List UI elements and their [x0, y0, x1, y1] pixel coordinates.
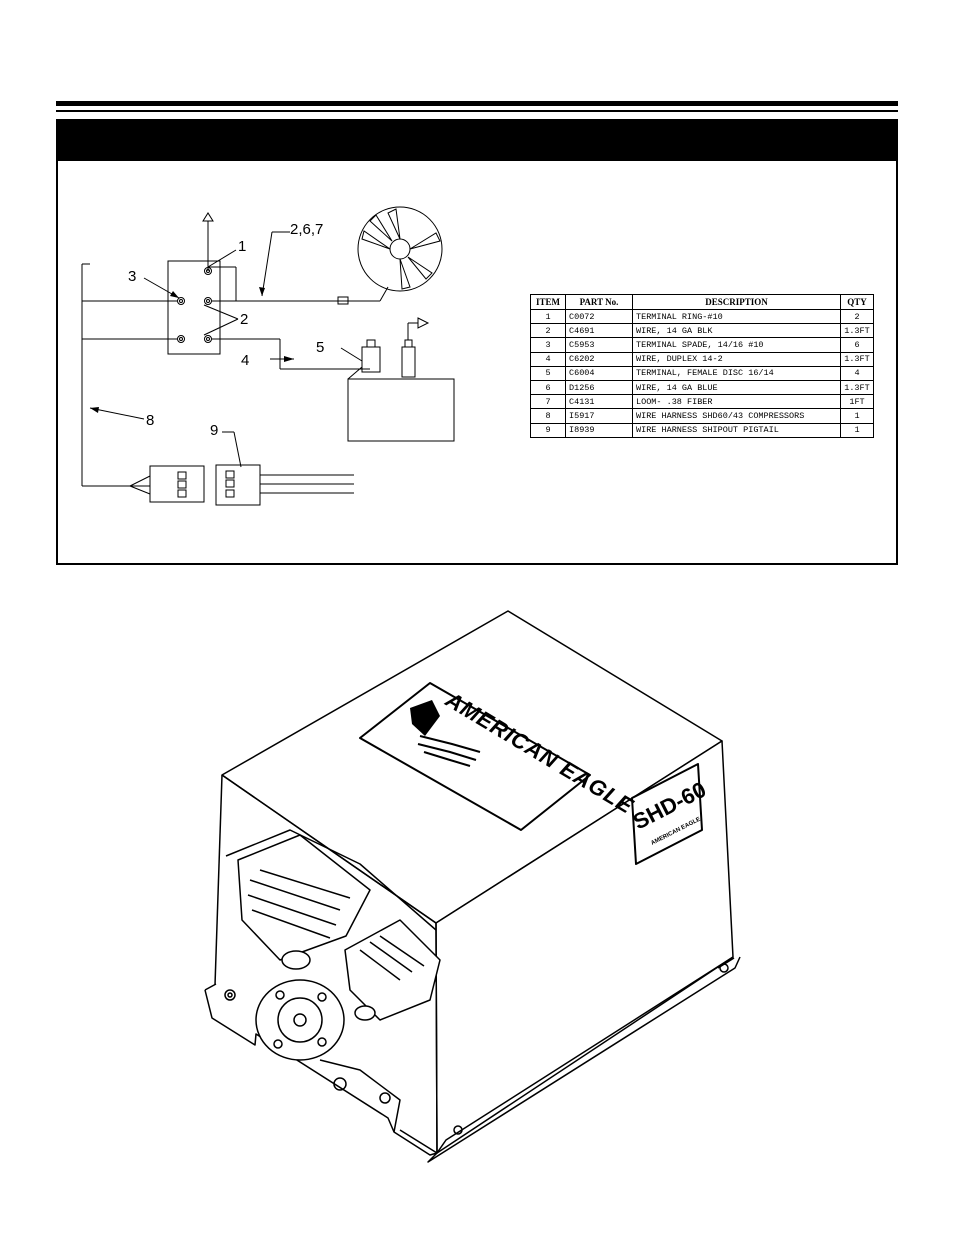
callout-8: 8 [146, 412, 155, 429]
top-rule-thin [56, 110, 898, 112]
callout-3: 3 [128, 268, 137, 285]
top-rule-thick [56, 101, 898, 106]
callout-9: 9 [210, 422, 219, 439]
table-row: 5 C6004 TERMINAL, FEMALE DISC 16/14 4 [530, 365, 874, 381]
parts-table: ITEM PART No. DESCRIPTION QTY 1 C0072 TE… [530, 294, 874, 438]
table-row: 9 I8939 WIRE HARNESS SHIPOUT PIGTAIL 1 [530, 422, 874, 438]
table-row: 7 C4131 LOOM- .38 FIBER 1FT [530, 394, 874, 410]
callout-2-6-7: 2,6,7 [290, 221, 324, 238]
callout-1: 1 [238, 238, 247, 255]
callout-5: 5 [316, 339, 325, 356]
table-row: 6 D1256 WIRE, 14 GA BLUE 1.3FT [530, 379, 874, 396]
panel-header-bar [58, 121, 896, 161]
parts-table-header-row: ITEM PART No. DESCRIPTION QTY [530, 294, 874, 310]
american-eagle-logo [410, 700, 481, 767]
cell-qty: 1 [840, 422, 874, 438]
callout-2: 2 [240, 311, 249, 328]
wiring-diagram [81, 206, 455, 506]
callout-4: 4 [241, 352, 250, 369]
wiring-diagram-panel: 1 2,6,7 3 2 5 4 8 9 ITEM PART No. DESCRI… [56, 119, 898, 565]
